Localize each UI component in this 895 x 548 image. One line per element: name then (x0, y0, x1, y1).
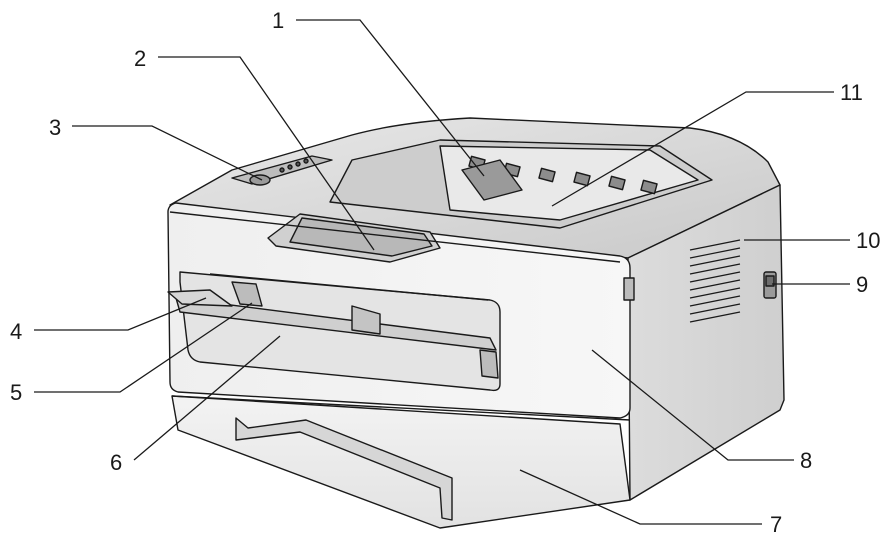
led-4 (303, 158, 309, 164)
callout-1: 1 (272, 8, 284, 33)
callout-10: 10 (856, 228, 880, 253)
manual-feed-paper-guide-right (479, 349, 499, 379)
led-3 (295, 161, 301, 167)
callout-3: 3 (49, 115, 61, 140)
callout-numbers: 1 2 3 4 5 6 7 8 9 10 11 (10, 8, 880, 537)
manual-feed-paper-guide-left (231, 281, 263, 307)
tray-seam (171, 395, 631, 421)
leader-line-4 (34, 297, 207, 331)
callout-8: 8 (800, 448, 812, 473)
flap-inner (289, 217, 433, 257)
callout-6: 6 (110, 450, 122, 475)
leader-line-8 (591, 349, 794, 461)
printer-side-panel (627, 184, 785, 501)
leader-line-7 (519, 469, 762, 525)
callout-2: 2 (134, 46, 146, 71)
power-switch-rocker (765, 275, 775, 287)
callout-5: 5 (10, 380, 22, 405)
output-paper-area (439, 145, 699, 221)
callout-9: 9 (856, 272, 868, 297)
side-latch (623, 277, 635, 301)
feed-channel-line (209, 273, 489, 301)
leader-line-11 (551, 91, 834, 207)
leader-line-1 (296, 19, 485, 177)
output-rollers (468, 155, 658, 195)
leader-lines (34, 19, 850, 525)
feed-channel-center (351, 305, 381, 335)
leader-line-3 (72, 125, 263, 181)
manual-feed-paper-support (175, 297, 497, 351)
tray-handle-recess (235, 417, 453, 521)
leader-line-6 (133, 335, 281, 461)
leader-line-2 (158, 56, 375, 251)
callout-7: 7 (770, 512, 782, 537)
manual-feed-slot-cover (167, 289, 233, 307)
power-button (249, 174, 271, 186)
vent (689, 239, 741, 323)
printer-illustration (167, 117, 785, 529)
leader-line-5 (34, 302, 253, 393)
led-2 (287, 164, 293, 170)
callout-4: 4 (10, 319, 22, 344)
front-cover-seam (169, 211, 621, 263)
led-1 (279, 167, 285, 173)
output-tray-support-flap (461, 159, 523, 201)
callout-11: 11 (840, 80, 863, 105)
